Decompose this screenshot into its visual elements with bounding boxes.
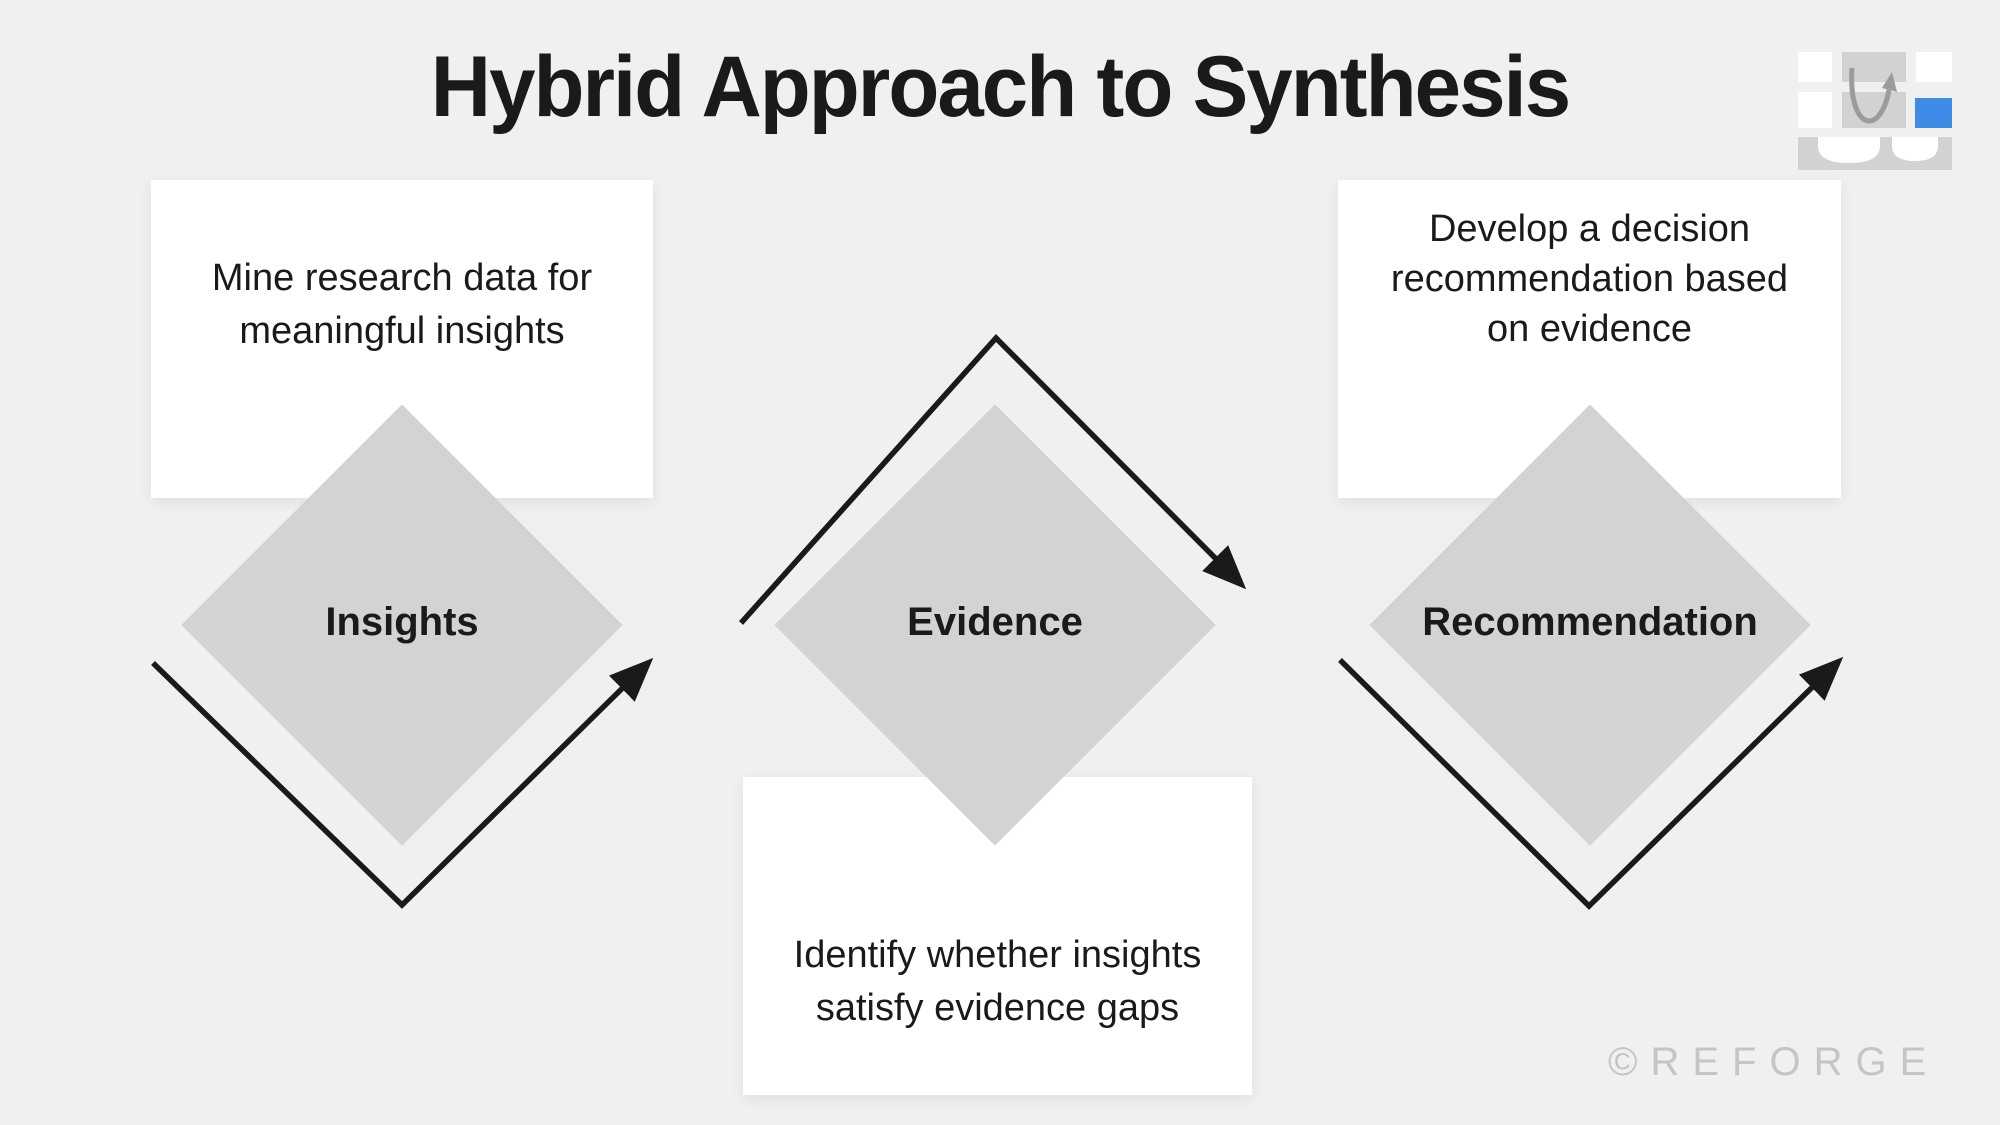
note-text: Develop a decision: [1428, 208, 1751, 250]
logo-blue-cell: [1915, 98, 1952, 128]
arrow-under-insights: [151, 657, 654, 909]
logo-uturn-arrow-icon: [1849, 67, 1897, 124]
logo-grid: [1798, 52, 1952, 170]
note-text: satisfy evidence gaps: [815, 987, 1180, 1029]
note-text: recommendation based: [1390, 258, 1789, 300]
diamond-label-recommendation: Recommendation: [1422, 600, 1758, 644]
diamond-label-insights: Insights: [325, 600, 479, 644]
note-text: Mine research data for: [211, 257, 593, 299]
note-text: on evidence: [1487, 308, 1692, 350]
note-text: Identify whether insights: [793, 934, 1202, 976]
note-text: meaningful insights: [239, 310, 565, 352]
page-title: Hybrid Approach to Synthesis: [430, 39, 1571, 135]
diamond-label-evidence: Evidence: [907, 600, 1083, 644]
reforge-watermark: ©REFORGE: [1608, 1040, 1940, 1084]
reforge-logo: [1798, 52, 1952, 170]
arrow-over-evidence: [738, 333, 1247, 625]
arrow-under-recommendation: [1338, 656, 1844, 910]
note-box-recommendation: Develop a decision recommendation based …: [1338, 180, 1841, 498]
